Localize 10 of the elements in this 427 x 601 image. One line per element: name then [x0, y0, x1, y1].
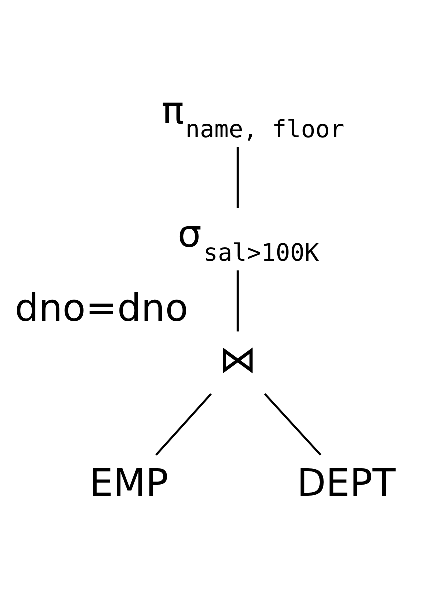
connector: [236, 270, 239, 332]
node-text: ⋈: [219, 336, 257, 381]
node-text: EMP: [90, 460, 169, 504]
connector: [156, 392, 212, 456]
node-text: π$_{name, floor}$: [162, 88, 345, 144]
connector: [264, 392, 322, 456]
node-text: σ$_{sal>100K}$: [178, 212, 320, 267]
node-text: DEPT: [297, 460, 396, 504]
node-label: dno=dno: [14, 285, 188, 330]
connector: [236, 146, 239, 208]
